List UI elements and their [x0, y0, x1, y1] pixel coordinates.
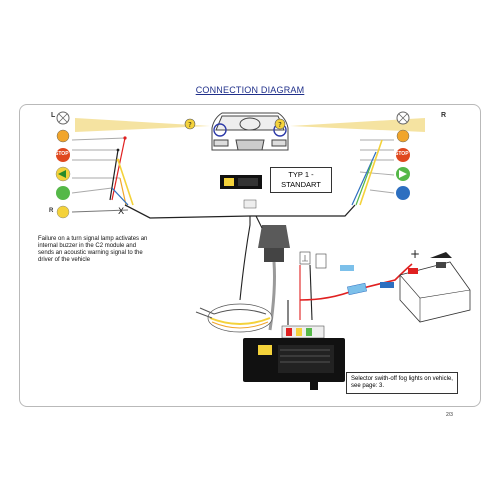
battery-icon — [399, 252, 471, 323]
module-type-line1: TYP 1 - — [288, 170, 314, 179]
small-module-icon — [220, 175, 262, 189]
connector-block — [281, 325, 325, 339]
reverse-lamp-label: R — [49, 208, 54, 214]
right-position-lamp-icon — [396, 129, 410, 143]
left-position-lamp-icon — [56, 129, 70, 143]
module-type-line2: STANDART — [281, 180, 321, 189]
right-warning-icon: ? — [274, 118, 286, 130]
trailer-socket-icon — [258, 225, 290, 262]
right-lamp-column — [396, 111, 410, 200]
right-side-label: R — [441, 112, 447, 119]
selector-note: Selector swith-off fog lights on vehicle… — [346, 372, 458, 394]
left-side-label: L — [51, 112, 56, 119]
right-fog-lamp-icon — [396, 186, 410, 200]
page-number: 2/3 — [446, 412, 453, 418]
connector-icon — [243, 199, 257, 209]
module-type-box: TYP 1 - STANDART — [270, 167, 332, 193]
right-stop-lamp-icon — [396, 148, 410, 162]
right-beam — [290, 118, 425, 132]
ground-icon — [299, 251, 311, 265]
battery-plus: + — [410, 247, 420, 261]
right-wiring — [250, 139, 395, 217]
relay-icon — [315, 253, 327, 269]
main-wires — [239, 215, 313, 325]
left-stop-label: STOP — [55, 151, 69, 157]
right-stop-label: STOP — [395, 151, 409, 157]
left-reverse-lamp-icon — [56, 205, 70, 219]
warning-note: Failure on a turn signal lamp activates … — [38, 236, 148, 263]
diagram-title: CONNECTION DIAGRAM — [195, 85, 305, 95]
left-wiring — [71, 136, 251, 219]
fuse-wire — [299, 263, 413, 301]
socket-cable — [268, 261, 276, 331]
c2-module-icon — [243, 338, 345, 390]
left-warning-icon: ? — [184, 118, 196, 130]
car-icon — [211, 112, 289, 151]
cross-mark: X — [118, 207, 124, 217]
svg-text:?: ? — [188, 121, 192, 129]
left-stop-lamp-icon — [56, 148, 70, 162]
left-beam — [75, 118, 210, 132]
svg-text:?: ? — [278, 121, 282, 129]
left-fog-lamp-icon — [56, 186, 70, 200]
connector-zoom — [195, 303, 273, 333]
left-lamp-column — [55, 111, 71, 219]
